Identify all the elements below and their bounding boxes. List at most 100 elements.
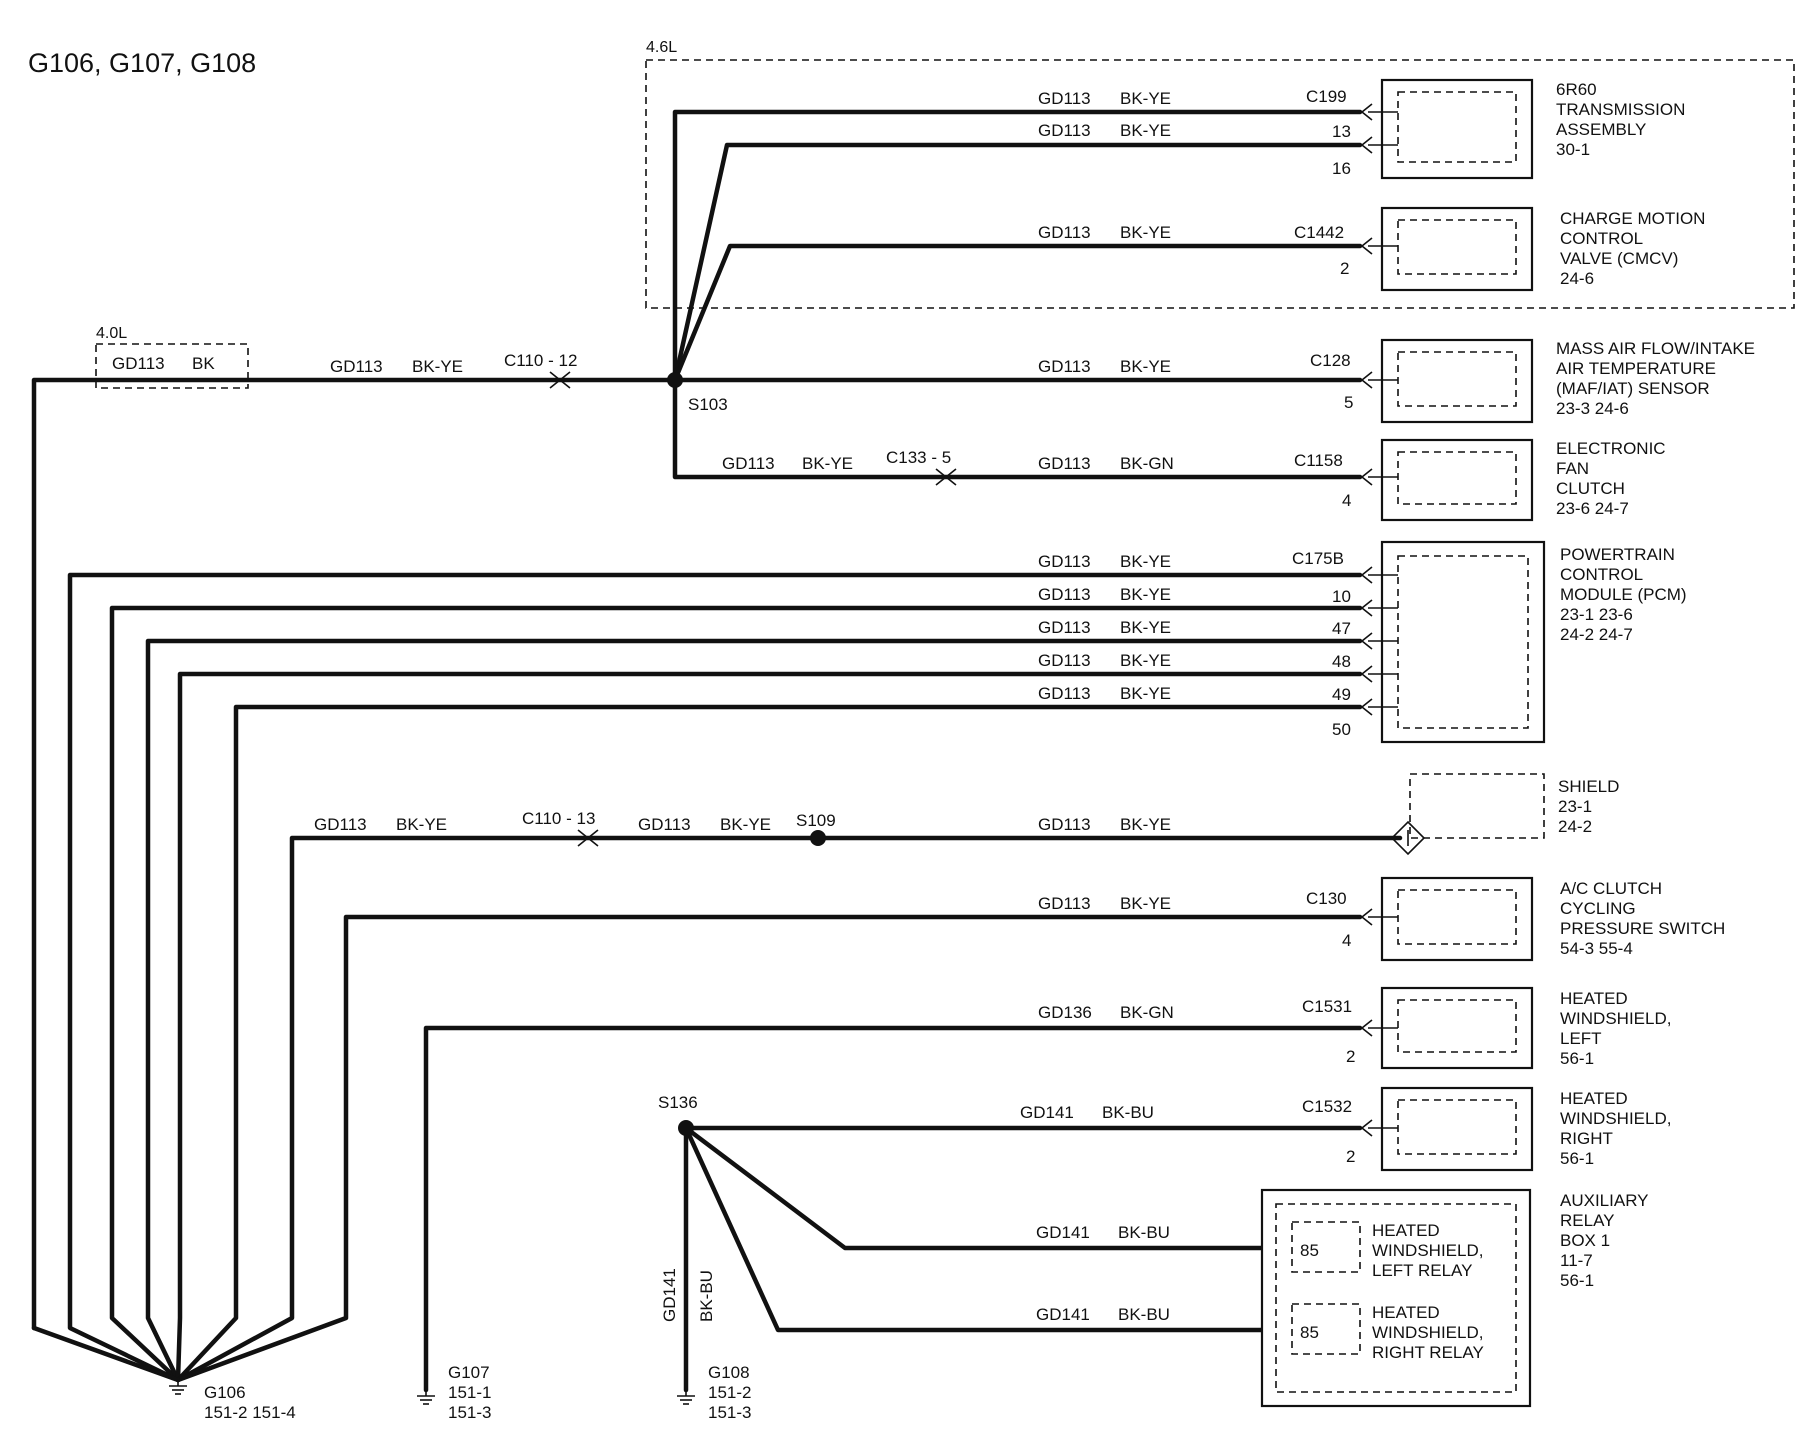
wire-color-label: BK-YE bbox=[396, 815, 447, 834]
wire-circuit-label: GD113 bbox=[1038, 585, 1091, 604]
svg-text:A/C CLUTCH: A/C CLUTCH bbox=[1560, 879, 1662, 898]
wire-circuit-label: GD141 bbox=[660, 1268, 679, 1322]
pin-label: 2 bbox=[1346, 1147, 1355, 1166]
connector-label-c1442: C1442 bbox=[1294, 223, 1344, 242]
component-inner-cmcv bbox=[1397, 219, 1517, 275]
wire-circuit-label: GD113 bbox=[112, 354, 165, 373]
wire-trans-pin13 bbox=[672, 109, 1363, 383]
svg-text:CYCLING: CYCLING bbox=[1560, 899, 1636, 918]
wire-shield bbox=[175, 835, 1403, 1383]
wire-color-label: BK-YE bbox=[1120, 357, 1171, 376]
component-box-maf bbox=[1380, 338, 1534, 424]
connector-label-c130: C130 bbox=[1306, 889, 1347, 908]
wire-color-label: BK-BU bbox=[1118, 1305, 1170, 1324]
wire-color-label: BK-YE bbox=[1120, 618, 1171, 637]
wire-color-label: BK-BU bbox=[697, 1270, 716, 1322]
svg-text:MODULE (PCM): MODULE (PCM) bbox=[1560, 585, 1687, 604]
wire-hw-left bbox=[423, 1025, 1363, 1393]
pin-label: 5 bbox=[1344, 393, 1353, 412]
svg-text:11-7: 11-7 bbox=[1560, 1251, 1593, 1270]
wire-circuit-label: GD113 bbox=[1038, 89, 1091, 108]
wire-circuit-label: GD113 bbox=[1038, 121, 1091, 140]
pin-label: 4 bbox=[1342, 491, 1351, 510]
component-box-transmission bbox=[1380, 78, 1534, 180]
component-name-aux-relay: AUXILIARY RELAY BOX 1 11-7 56-1 bbox=[1560, 1191, 1649, 1290]
wire-color-label: BK-YE bbox=[1120, 894, 1171, 913]
wire-color-label: BK-YE bbox=[802, 454, 853, 473]
svg-text:54-3 55-4: 54-3 55-4 bbox=[1560, 939, 1633, 958]
svg-text:AIR TEMPERATURE: AIR TEMPERATURE bbox=[1556, 359, 1716, 378]
wire-ac-switch bbox=[175, 914, 1363, 1383]
wire-color-label: BK-YE bbox=[1120, 552, 1171, 571]
diagram-title: G106, G107, G108 bbox=[28, 48, 256, 78]
wire-color-label: BK-YE bbox=[1120, 223, 1171, 242]
engine-4-6l-label: 4.6L bbox=[646, 39, 677, 56]
wire-circuit-label: GD113 bbox=[330, 357, 383, 376]
splice-label-s103: S103 bbox=[688, 395, 728, 414]
splice-s136 bbox=[678, 1120, 694, 1136]
ground-label-g106: G106 bbox=[204, 1383, 246, 1402]
svg-text:VALVE (CMCV): VALVE (CMCV) bbox=[1560, 249, 1678, 268]
wire-circuit-label: GD113 bbox=[1038, 684, 1091, 703]
ground-ref-g108: 151-2 bbox=[708, 1383, 751, 1402]
component-inner-fan-clutch bbox=[1397, 451, 1517, 505]
component-name-hw-left: HEATED WINDSHIELD, LEFT 56-1 bbox=[1560, 989, 1671, 1068]
wire-circuit-label: GD136 bbox=[1038, 1003, 1092, 1022]
svg-text:BOX 1: BOX 1 bbox=[1560, 1231, 1610, 1250]
wire-color-label: BK-GN bbox=[1120, 454, 1174, 473]
wire-color-label: BK-YE bbox=[412, 357, 463, 376]
splice-s103 bbox=[667, 372, 683, 388]
component-inner-hw-right bbox=[1397, 1099, 1517, 1155]
svg-text:WINDSHIELD,: WINDSHIELD, bbox=[1372, 1323, 1483, 1342]
component-name-hw-right: HEATED WINDSHIELD, RIGHT 56-1 bbox=[1560, 1089, 1671, 1168]
connector-label-c1531: C1531 bbox=[1302, 997, 1352, 1016]
engine-4-6l-region bbox=[645, 59, 1795, 309]
wire-pcm-pin10 bbox=[67, 572, 1363, 1383]
ground-g106-icon bbox=[168, 1379, 188, 1395]
svg-text:HEATED: HEATED bbox=[1560, 989, 1628, 1008]
wire-main-ground bbox=[31, 1325, 181, 1383]
wire-circuit-label: GD113 bbox=[1038, 357, 1091, 376]
component-box-shield bbox=[1409, 773, 1545, 839]
svg-text:56-1: 56-1 bbox=[1560, 1149, 1594, 1168]
pin-label: 10 bbox=[1332, 587, 1351, 606]
wire-circuit-label: GD113 bbox=[638, 815, 691, 834]
svg-text:HEATED: HEATED bbox=[1560, 1089, 1628, 1108]
pin-label: 49 bbox=[1332, 685, 1351, 704]
component-name-fan-clutch: ELECTRONIC FAN CLUTCH 23-6 24-7 bbox=[1556, 439, 1666, 518]
svg-text:HEATED: HEATED bbox=[1372, 1221, 1440, 1240]
svg-text:RIGHT: RIGHT bbox=[1560, 1129, 1613, 1148]
wire-circuit-label: GD141 bbox=[1036, 1223, 1090, 1242]
svg-text:WINDSHIELD,: WINDSHIELD, bbox=[1560, 1009, 1671, 1028]
pin-label: 85 bbox=[1300, 1241, 1319, 1260]
inline-connector-c110-12 bbox=[549, 371, 571, 389]
engine-4-0l-box bbox=[95, 343, 249, 389]
wire-pcm-pin48 bbox=[145, 638, 1363, 1383]
relay-name-right: HEATED WINDSHIELD, RIGHT RELAY bbox=[1372, 1303, 1484, 1362]
component-name-maf: MASS AIR FLOW/INTAKE AIR TEMPERATURE (MA… bbox=[1556, 339, 1755, 418]
svg-text:23-3 24-6: 23-3 24-6 bbox=[1556, 399, 1629, 418]
wire-pcm-pin49 bbox=[175, 671, 1363, 1383]
wire-trans-pin16 bbox=[672, 142, 1363, 383]
svg-text:LEFT RELAY: LEFT RELAY bbox=[1372, 1261, 1472, 1280]
component-name-shield: SHIELD 23-1 24-2 bbox=[1558, 777, 1619, 836]
wire-color-label: BK bbox=[192, 354, 215, 373]
engine-4-0l-label: 4.0L bbox=[96, 325, 127, 342]
wire-color-label: BK-YE bbox=[1120, 121, 1171, 140]
svg-text:24-6: 24-6 bbox=[1560, 269, 1594, 288]
wire-circuit-label: GD113 bbox=[1038, 815, 1091, 834]
component-box-hw-right bbox=[1380, 1086, 1534, 1172]
wire-color-label: BK-YE bbox=[1120, 684, 1171, 703]
wire-circuit-label: GD113 bbox=[1038, 894, 1091, 913]
svg-text:CONTROL: CONTROL bbox=[1560, 565, 1643, 584]
wire-circuit-label: GD113 bbox=[1038, 651, 1091, 670]
component-box-aux-relay bbox=[1260, 1188, 1532, 1408]
component-name-transmission: 6R60 TRANSMISSION ASSEMBLY 30-1 bbox=[1556, 80, 1685, 159]
svg-text:FAN: FAN bbox=[1556, 459, 1589, 478]
ground-g108-icon bbox=[676, 1389, 696, 1405]
component-inner-pcm bbox=[1397, 555, 1529, 729]
svg-text:(MAF/IAT) SENSOR: (MAF/IAT) SENSOR bbox=[1556, 379, 1710, 398]
connector-label-c1158: C1158 bbox=[1294, 451, 1343, 470]
ground-refs-g106: 151-2 151-4 bbox=[204, 1403, 296, 1422]
